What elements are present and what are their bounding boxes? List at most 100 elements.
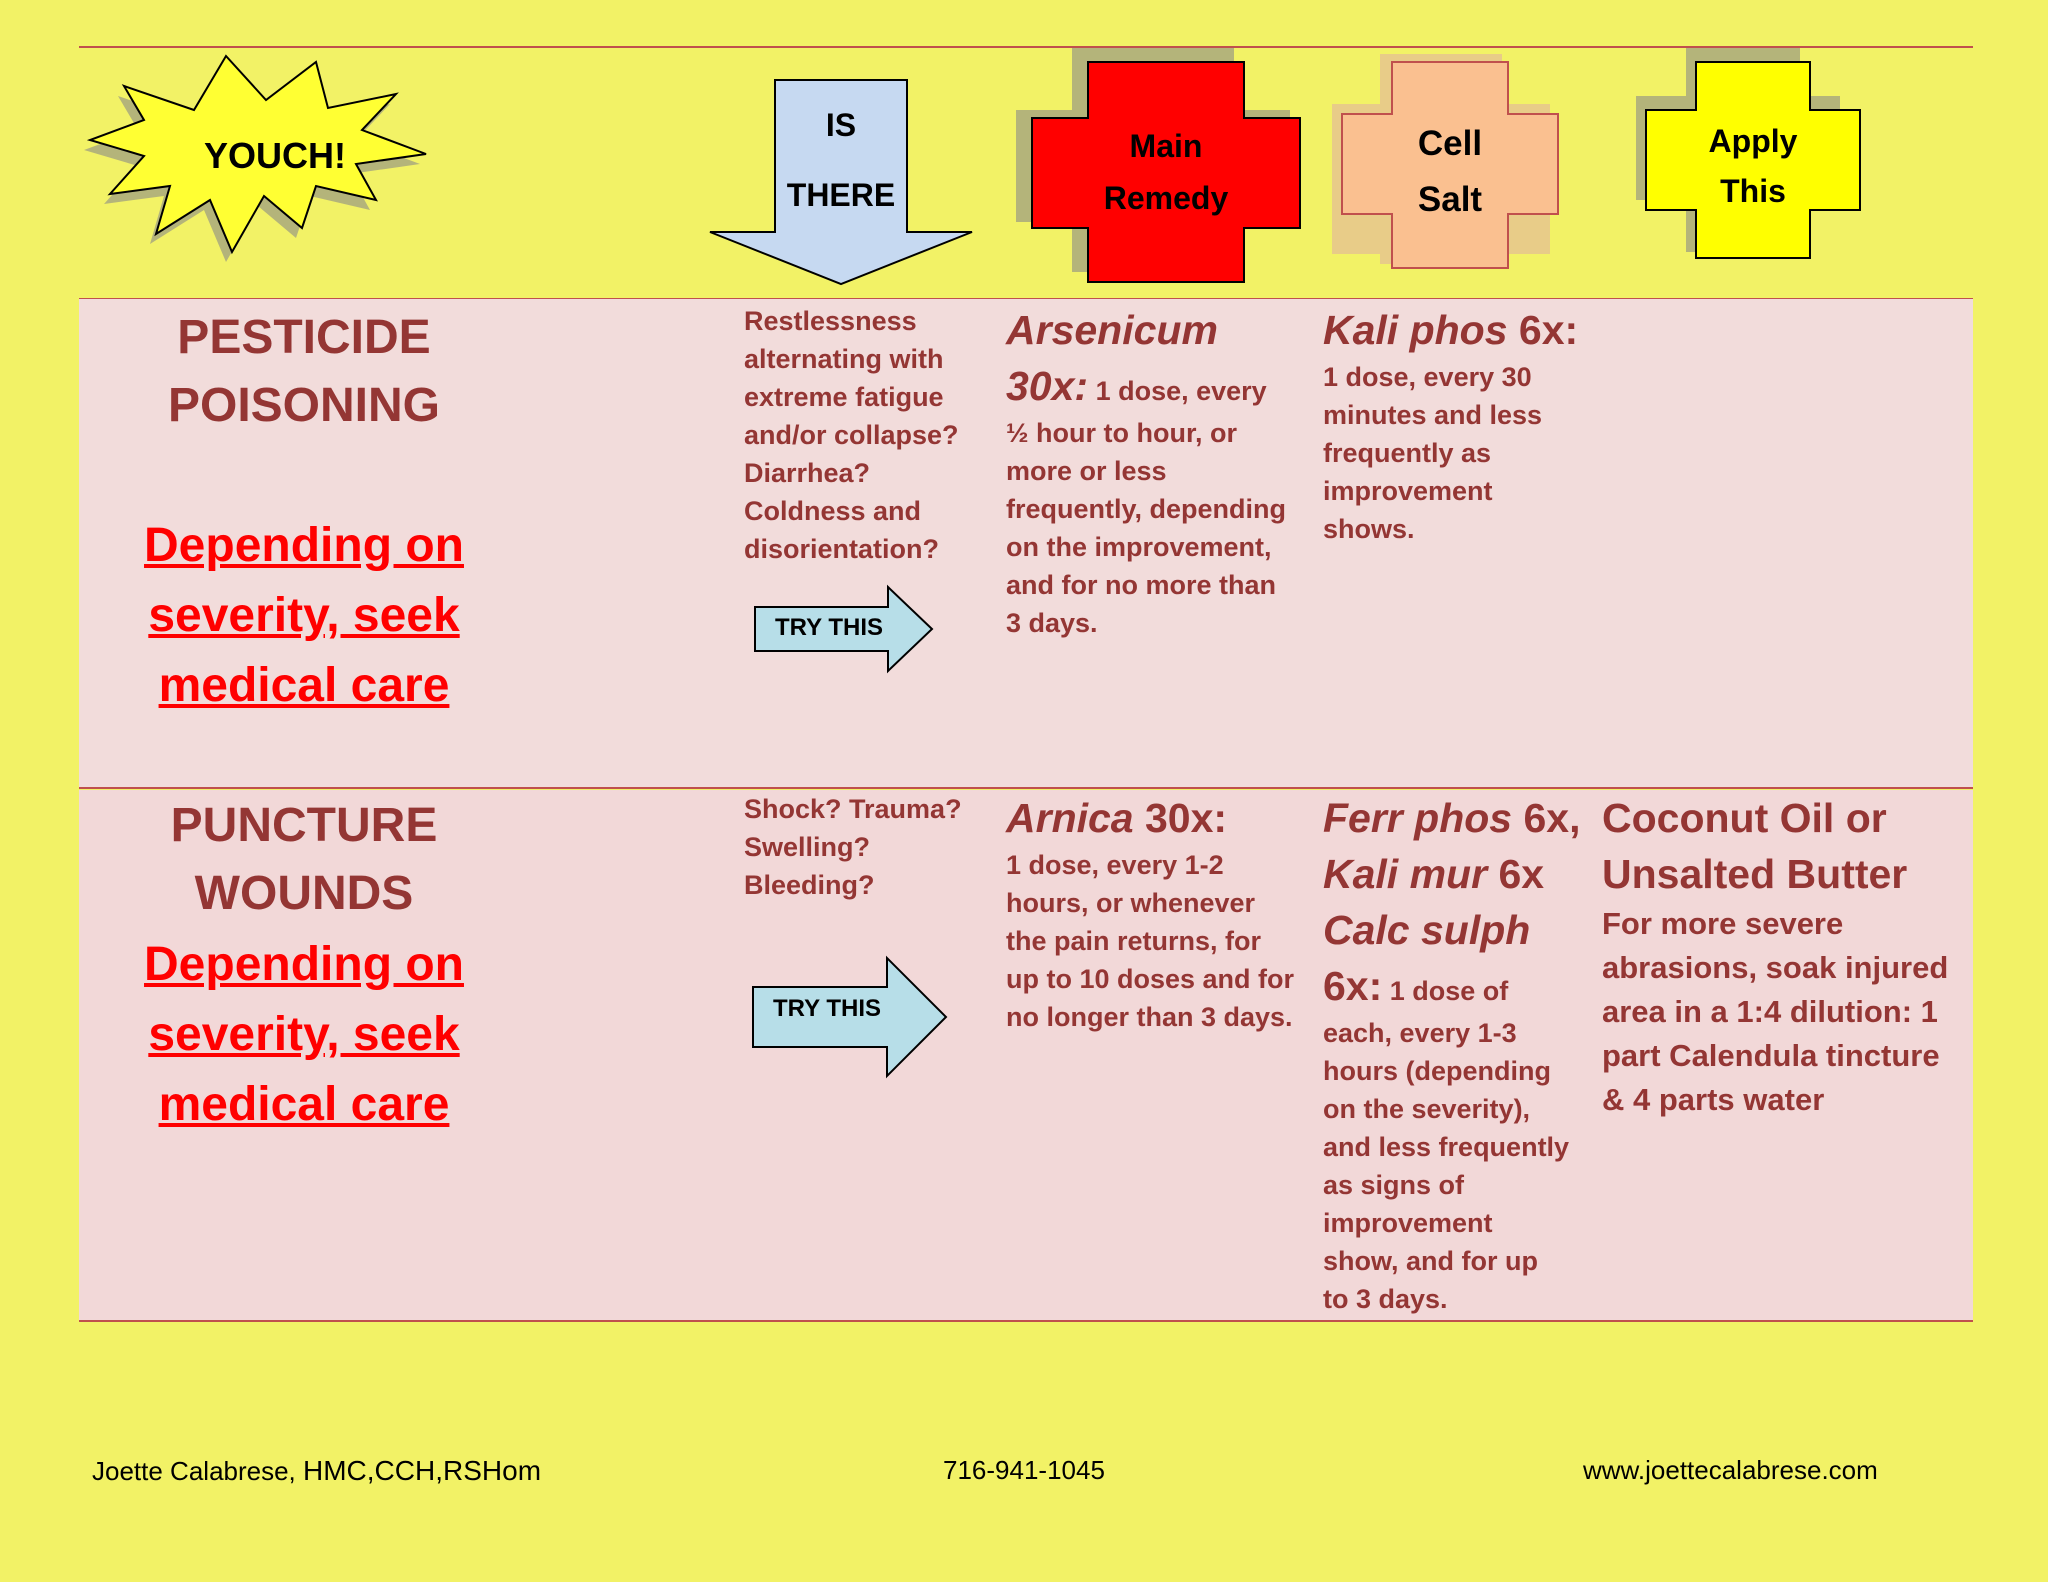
- symptom-line: Restlessness: [744, 306, 917, 336]
- dose-line: frequently as: [1323, 438, 1492, 468]
- cell-salt-potency: 6x:: [1323, 963, 1383, 1009]
- top-rule: [79, 46, 1973, 48]
- row-divider: [79, 787, 1973, 789]
- severity-warning-line2: severity, seek: [148, 1008, 460, 1061]
- dose-line: frequently, depending: [1006, 494, 1287, 524]
- footer-author: Joette Calabrese, HMC,CCH,RSHom: [92, 1455, 541, 1487]
- symptom-line: disorientation?: [744, 534, 939, 564]
- apply-header: Apply This: [1696, 116, 1810, 216]
- cell-salt-name: Kali phos: [1323, 307, 1508, 353]
- condition-title-line2: WOUNDS: [194, 867, 414, 920]
- main-remedy-dose-inline: 1 dose, every: [1088, 376, 1267, 406]
- cell-salt-dose-inline: 1 dose of: [1382, 976, 1509, 1006]
- cell-salt-header-line2: Salt: [1417, 180, 1483, 219]
- main-remedy: Arnica 30x: 1 dose, every 1-2 hours, or …: [1006, 790, 1306, 1036]
- condition-title: PESTICIDE POISONING: [84, 304, 524, 440]
- arrow-label-line1: IS: [825, 107, 857, 143]
- dose-line: up to 10 doses and for: [1006, 964, 1295, 994]
- right-arrow-icon: [752, 955, 948, 1079]
- condition-title-line2: POISONING: [167, 379, 441, 432]
- dose-line: improvement: [1323, 476, 1493, 506]
- main-remedy-potency: 30x:: [1006, 363, 1089, 409]
- cell-salt-potency: 6x:: [1507, 307, 1579, 353]
- dose-line: no longer than 3 days.: [1006, 1002, 1293, 1032]
- main-remedy-name: Arsenicum: [1006, 307, 1218, 353]
- arrow-label-line2: THERE: [786, 177, 896, 213]
- condition-title-line1: PUNCTURE: [170, 799, 438, 852]
- row-puncture: [79, 790, 1973, 1320]
- dose-line: shows.: [1323, 514, 1415, 544]
- dose-line: each, every 1-3: [1323, 1018, 1517, 1048]
- dose-line: 1 dose, every 30: [1323, 362, 1532, 392]
- apply-body-line: abrasions, soak injured: [1602, 950, 1949, 985]
- row-pesticide: [79, 299, 1973, 788]
- footer-website[interactable]: www.joettecalabrese.com: [1583, 1455, 1878, 1485]
- condition-title-line1: PESTICIDE: [177, 311, 431, 364]
- right-arrow-icon: [754, 584, 934, 674]
- main-remedy-header-line2: Remedy: [1103, 180, 1229, 216]
- dose-line: on the severity),: [1323, 1094, 1531, 1124]
- severity-warning-line3: medical care: [158, 1078, 450, 1131]
- main-remedy-potency: 30x:: [1133, 795, 1228, 841]
- starburst-icon: [86, 54, 427, 255]
- dose-line: ½ hour to hour, or: [1006, 418, 1237, 448]
- try-this-label: TRY THIS: [775, 614, 884, 641]
- down-arrow-icon: [709, 79, 973, 286]
- apply-title-line: Coconut Oil or: [1602, 795, 1887, 841]
- dose-line: hours (depending: [1323, 1056, 1551, 1086]
- symptom-line: Swelling?: [744, 832, 871, 862]
- symptom-line: Shock? Trauma?: [744, 794, 962, 824]
- main-remedy-cross-icon: [1031, 61, 1301, 283]
- cell-salt: Ferr phos 6x, Kali mur 6x Calc sulph 6x:…: [1323, 790, 1623, 1318]
- apply-cross-icon: [1645, 61, 1861, 259]
- symptom-line: Diarrhea?: [744, 458, 871, 488]
- cell-salt-cross-icon: [1341, 61, 1559, 269]
- apply-this: Coconut Oil or Unsalted Butter For more …: [1602, 790, 1957, 1122]
- symptoms: Shock? Trauma? Swelling? Bleeding?: [744, 790, 974, 904]
- apply-body-line: area in a 1:4 dilution: 1: [1602, 994, 1938, 1029]
- main-remedy: Arsenicum 30x: 1 dose, every ½ hour to h…: [1006, 302, 1306, 642]
- cell-salt-name: Ferr phos: [1323, 795, 1513, 841]
- row2-bottom-rule: [79, 1320, 1973, 1322]
- header-graphics: [84, 48, 1861, 286]
- main-remedy-header: Main Remedy: [1088, 120, 1244, 224]
- symptom-line: extreme fatigue: [744, 382, 944, 412]
- dose-line: and less frequently: [1323, 1132, 1570, 1162]
- dose-line: as signs of: [1323, 1170, 1465, 1200]
- cell-salt: Kali phos 6x: 1 dose, every 30 minutes a…: [1323, 302, 1623, 548]
- main-remedy-header-line1: Main: [1129, 128, 1203, 164]
- cell-salt-header-line1: Cell: [1417, 124, 1483, 163]
- symptoms: Restlessness alternating with extreme fa…: [744, 302, 974, 568]
- apply-header-line2: This: [1720, 173, 1786, 209]
- cell-salt-name: Kali mur: [1323, 851, 1488, 897]
- dose-line: to 3 days.: [1323, 1284, 1448, 1314]
- dose-line: 1 dose, every 1-2: [1006, 850, 1224, 880]
- condition-title: PUNCTURE WOUNDS: [84, 792, 524, 928]
- symptom-line: Coldness and: [744, 496, 922, 526]
- arrow-label: IS THERE: [775, 90, 907, 230]
- footer-phone: 716-941-1045: [943, 1455, 1105, 1485]
- dose-line: improvement: [1323, 1208, 1493, 1238]
- author-name: Joette Calabrese,: [92, 1456, 304, 1486]
- dose-line: 3 days.: [1006, 608, 1098, 638]
- apply-body-line: part Calendula tincture: [1602, 1038, 1940, 1073]
- severity-warning: Depending on severity, seek medical care: [84, 930, 524, 1140]
- dose-line: more or less: [1006, 456, 1167, 486]
- dose-line: on the improvement,: [1006, 532, 1272, 562]
- symptom-line: and/or collapse?: [744, 420, 959, 450]
- severity-warning-line1: Depending on: [144, 519, 464, 572]
- apply-body-line: & 4 parts water: [1602, 1082, 1825, 1117]
- apply-header-line1: Apply: [1708, 123, 1798, 159]
- dose-line: show, and for up: [1323, 1246, 1538, 1276]
- apply-title-line: Unsalted Butter: [1602, 851, 1908, 897]
- main-remedy-name: Arnica: [1006, 795, 1134, 841]
- cell-salt-potency: 6x: [1487, 851, 1545, 897]
- severity-warning: Depending on severity, seek medical care: [84, 511, 524, 721]
- severity-warning-line3: medical care: [158, 659, 450, 712]
- symptom-line: alternating with: [744, 344, 944, 374]
- youch-label: YOUCH!: [204, 135, 346, 176]
- cell-salt-potency: 6x,: [1512, 795, 1581, 841]
- dose-line: minutes and less: [1323, 400, 1543, 430]
- dose-line: the pain returns, for: [1006, 926, 1262, 956]
- try-this-label: TRY THIS: [773, 995, 882, 1022]
